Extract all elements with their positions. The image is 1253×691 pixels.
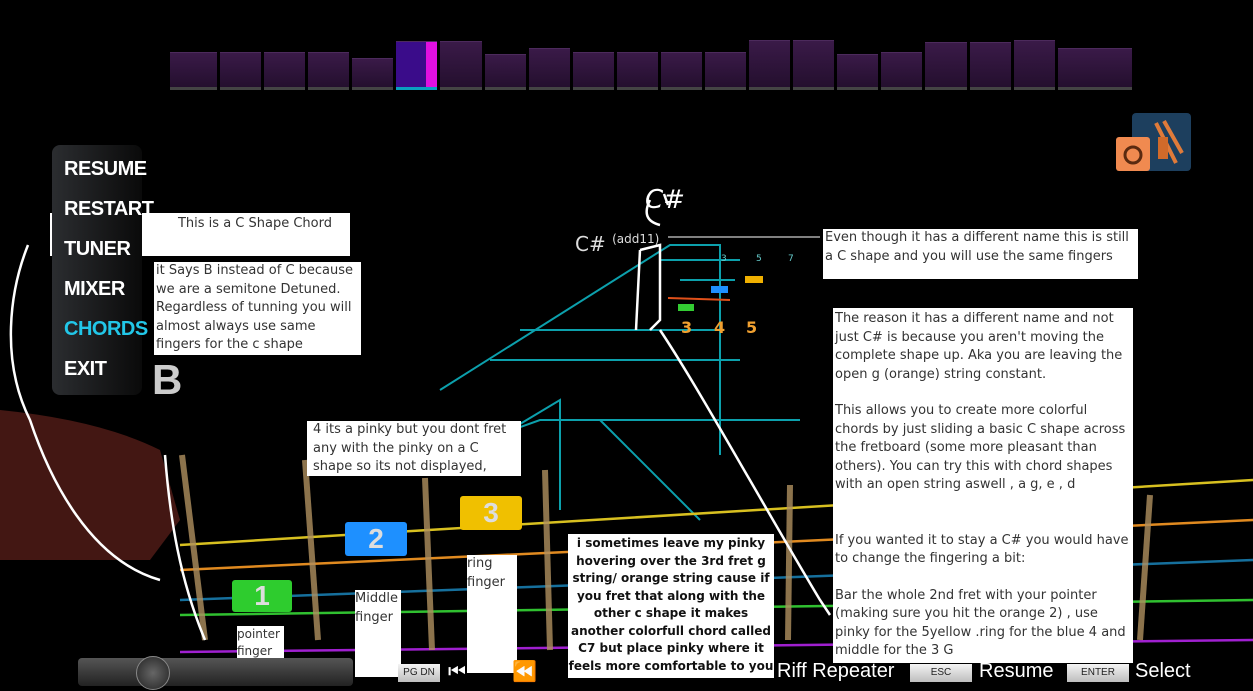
song-section-4[interactable] [308, 52, 350, 87]
menu-item-mixer[interactable]: MIXER [64, 278, 125, 300]
guitar-arrangement-icon [1116, 113, 1191, 171]
lane-number-4: 4 [714, 318, 726, 337]
resume-label[interactable]: Resume [979, 660, 1054, 682]
song-section-7[interactable] [440, 41, 482, 87]
left-note-letter: B [152, 356, 183, 403]
speed-slider[interactable] [78, 656, 353, 690]
skip-back-icon[interactable]: ⏮ [448, 659, 466, 683]
annotation-ring: ring finger [467, 555, 517, 673]
menu-item-resume[interactable]: RESUME [64, 158, 147, 180]
song-section-18[interactable] [925, 42, 967, 87]
lane-number-5: 5 [746, 318, 758, 337]
song-section-21[interactable] [1057, 48, 1133, 87]
annotation-c7: i sometimes leave my pinky hovering over… [568, 534, 774, 678]
song-section-17[interactable] [881, 52, 923, 87]
chord-name: C# (add11) [575, 232, 659, 256]
song-section-19[interactable] [969, 42, 1011, 87]
song-progress-bar[interactable] [170, 37, 1133, 87]
riff-repeater-label[interactable]: Riff Repeater [777, 660, 895, 682]
menu-item-exit[interactable]: EXIT [64, 358, 107, 380]
chord-suffix: (add11) [612, 232, 660, 246]
menu-item-tuner[interactable]: TUNER [64, 238, 131, 260]
song-section-3[interactable] [264, 52, 306, 87]
reason-paragraph-3: If you wanted it to stay a C# you would … [835, 532, 1129, 567]
reason-paragraph-2: This allows you to create more colorful … [835, 403, 1126, 492]
song-section-1[interactable] [170, 52, 217, 87]
annotation-middle: Middle finger [355, 590, 401, 677]
song-section-6[interactable] [396, 41, 438, 87]
song-section-8[interactable] [484, 54, 526, 87]
lane-number-3: 3 [681, 318, 693, 337]
song-section-10[interactable] [572, 52, 614, 87]
reason-paragraph-1: The reason it has a different name and n… [835, 311, 1123, 382]
rewind-icon[interactable]: ⏪ [512, 659, 537, 683]
chord-note-blue [711, 286, 728, 293]
annotation-reason: The reason it has a different name and n… [833, 308, 1133, 663]
chord-note-green [678, 304, 694, 311]
song-section-12[interactable] [660, 52, 702, 87]
annotation-pinky: 4 its a pinky but you dont fret any with… [307, 421, 521, 476]
song-section-16[interactable] [837, 54, 879, 87]
song-section-2[interactable] [219, 52, 262, 87]
pgdn-key[interactable]: PG DN [398, 664, 440, 682]
song-section-14[interactable] [749, 40, 791, 87]
fret-number-3: 3 [721, 254, 727, 264]
song-section-9[interactable] [528, 48, 570, 87]
finger-note-2: 2 [345, 522, 407, 556]
annotation-same-shape: Even though it has a different name this… [823, 229, 1138, 279]
playhead-marker [426, 42, 438, 87]
fret-number-5: 5 [756, 254, 762, 264]
finger-note-1: 1 [232, 580, 292, 612]
chord-root: C# [575, 232, 606, 256]
select-label[interactable]: Select [1135, 660, 1191, 682]
annotation-detune: it Says B instead of C because we are a … [154, 262, 361, 355]
song-section-20[interactable] [1013, 40, 1055, 87]
song-section-15[interactable] [793, 40, 835, 87]
menu-item-chords[interactable]: CHORDS [64, 318, 148, 340]
song-section-11[interactable] [616, 52, 658, 87]
esc-key[interactable]: ESC [910, 664, 972, 682]
pause-menu: RESUME RESTART TUNER MIXER CHORDS EXIT [52, 145, 154, 395]
fret-number-7: 7 [788, 254, 794, 264]
chord-note-yellow [745, 276, 763, 283]
song-section-5[interactable] [352, 58, 394, 87]
enter-key[interactable]: ENTER [1067, 664, 1129, 682]
song-section-13[interactable] [704, 52, 747, 87]
handwritten-chord-label: C# [645, 185, 685, 215]
menu-item-restart[interactable]: RESTART [64, 198, 154, 220]
slider-knob[interactable] [136, 656, 171, 690]
finger-note-3: 3 [460, 496, 522, 530]
reason-paragraph-4: Bar the whole 2nd fret with your pointer… [835, 587, 1126, 659]
